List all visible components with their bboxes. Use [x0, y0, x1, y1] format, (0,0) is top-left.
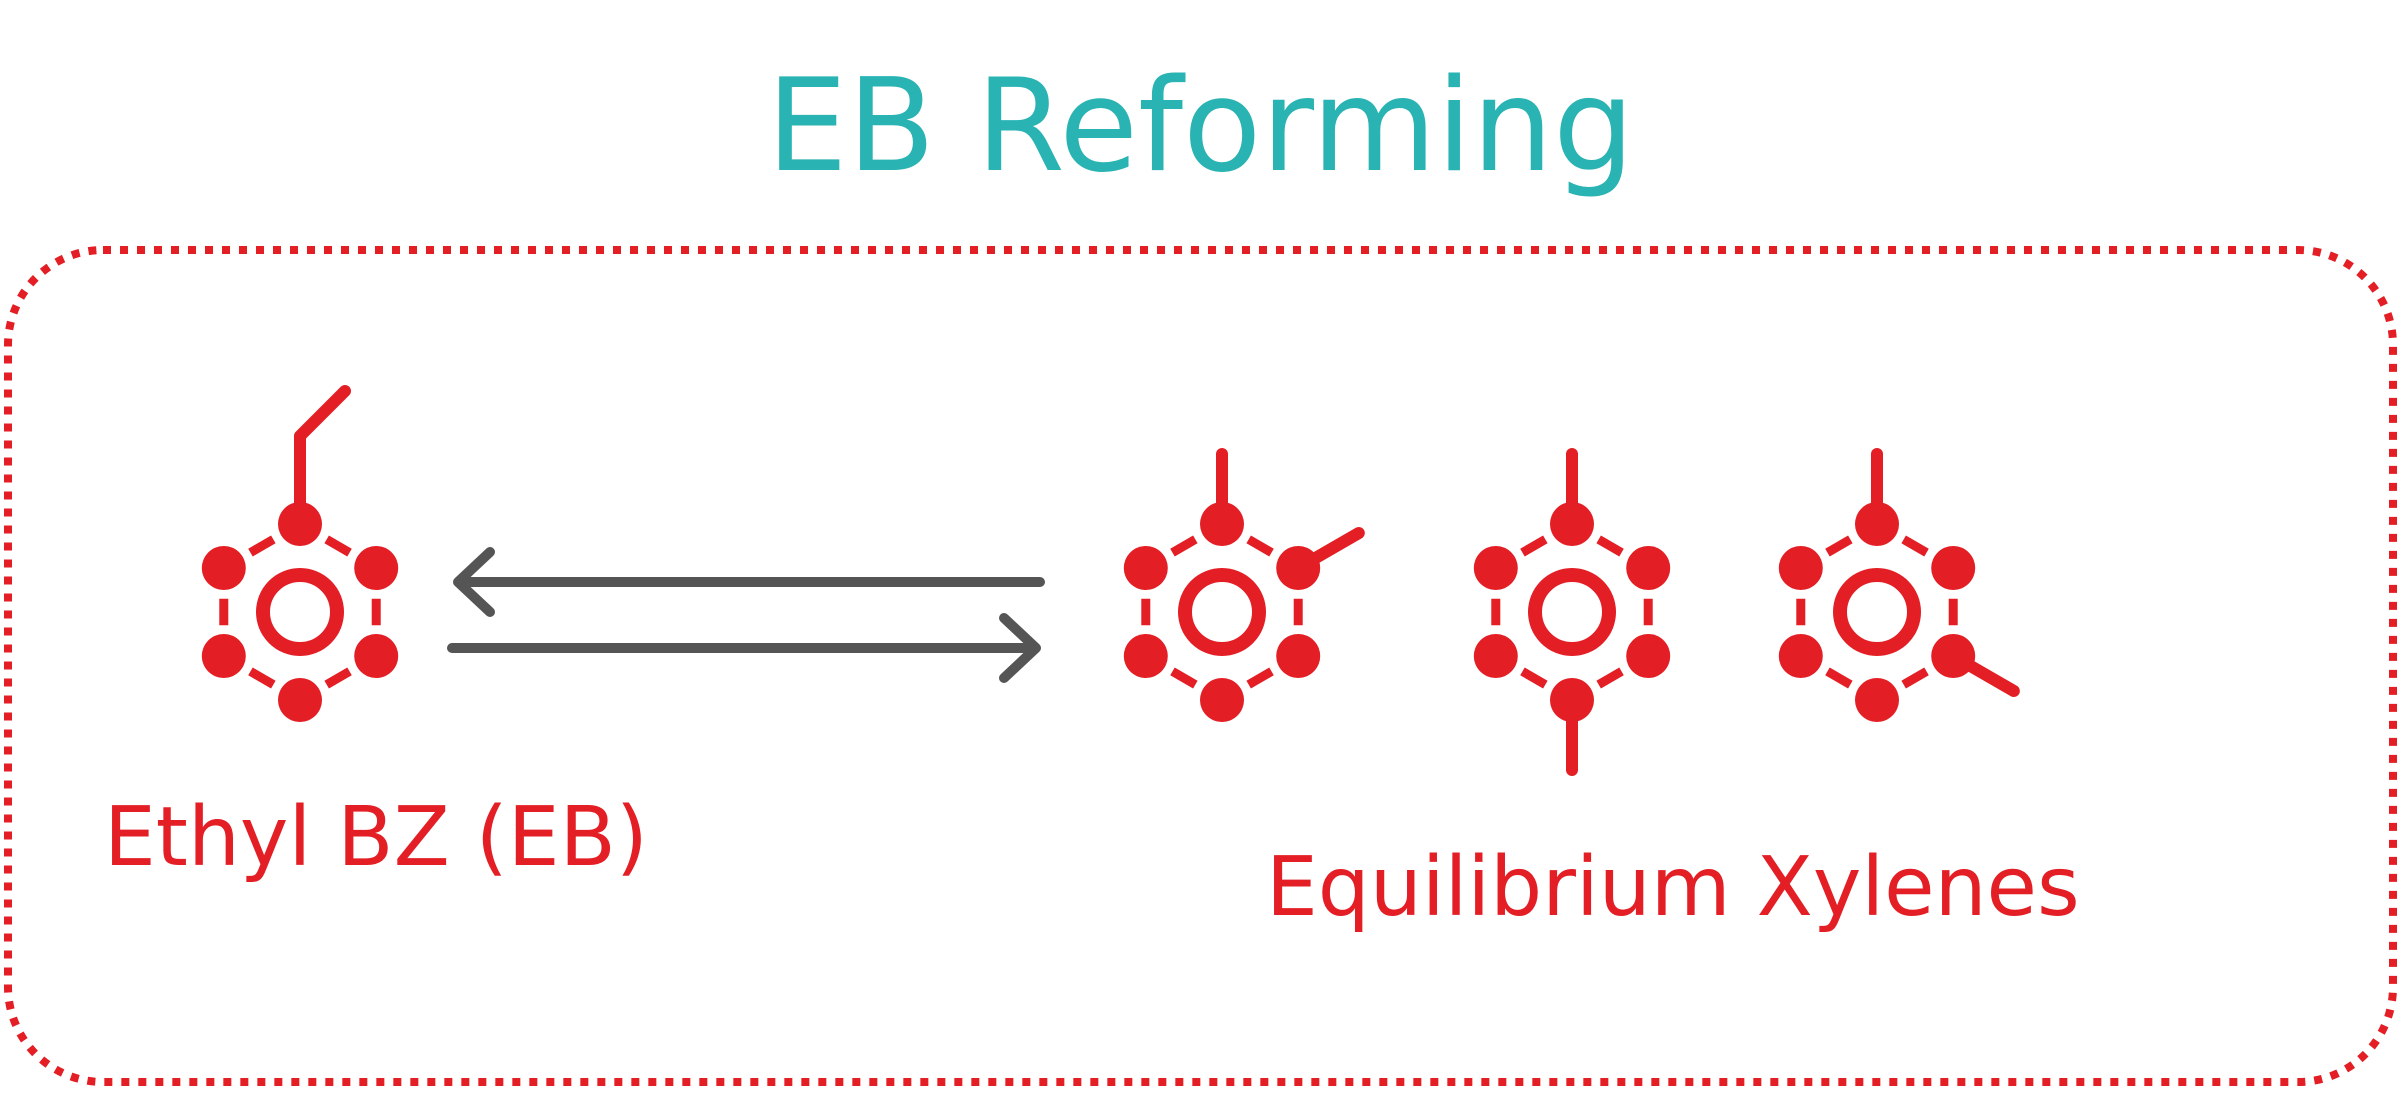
- equilibrium-arrows: [447, 547, 1045, 683]
- methyl-group: [1309, 527, 1365, 564]
- atom: [1855, 502, 1899, 546]
- bond: [1170, 535, 1198, 557]
- atom: [278, 502, 322, 546]
- reverse-arrow: [453, 547, 1045, 617]
- atom: [201, 546, 246, 590]
- atom: [1123, 634, 1168, 678]
- atom: [1276, 546, 1321, 590]
- molecule-p-xylene: [1473, 448, 1671, 776]
- atom: [1473, 634, 1518, 678]
- atom: [1200, 678, 1244, 722]
- atom: [1473, 546, 1518, 590]
- bond: [248, 667, 276, 689]
- molecule-m-xylene: [1778, 448, 2020, 722]
- bond: [324, 667, 352, 689]
- reactant-label: Ethyl BZ (EB): [104, 790, 648, 885]
- bond: [1596, 667, 1624, 689]
- atom: [1855, 678, 1899, 722]
- atom: [1931, 634, 1976, 678]
- bond: [1520, 667, 1548, 689]
- product-label: Equilibrium Xylenes: [1266, 840, 2080, 935]
- molecules-group: [201, 385, 2020, 776]
- bond: [1520, 535, 1548, 557]
- bond: [1825, 667, 1853, 689]
- bond: [1246, 667, 1274, 689]
- atom: [278, 678, 322, 722]
- atom: [201, 634, 246, 678]
- forward-arrow: [447, 613, 1041, 683]
- bond: [1596, 535, 1624, 557]
- atom: [354, 634, 399, 678]
- atom: [1123, 546, 1168, 590]
- diagram-title: EB Reforming: [766, 52, 1635, 201]
- bond: [1170, 667, 1198, 689]
- dotted-border: [4, 246, 2397, 1086]
- bond: [248, 535, 276, 557]
- ethyl-group: [294, 385, 351, 510]
- molecule-ethylbenzene: [201, 385, 399, 722]
- aromatic-ring: [1528, 568, 1616, 656]
- aromatic-ring: [1178, 568, 1266, 656]
- bond: [1901, 535, 1929, 557]
- atom: [1626, 634, 1671, 678]
- atom: [354, 546, 399, 590]
- aromatic-ring: [256, 568, 344, 656]
- bond: [1901, 667, 1929, 689]
- atom: [1931, 546, 1976, 590]
- atom: [1626, 546, 1671, 590]
- bond: [1246, 535, 1274, 557]
- bond: [324, 535, 352, 557]
- aromatic-ring: [1833, 568, 1921, 656]
- atom: [1778, 634, 1823, 678]
- atom: [1778, 546, 1823, 590]
- atom: [1550, 502, 1594, 546]
- bond: [1825, 535, 1853, 557]
- methyl-group: [1964, 660, 2020, 697]
- atom: [1200, 502, 1244, 546]
- atom: [1276, 634, 1321, 678]
- atom: [1550, 678, 1594, 722]
- molecule-o-xylene: [1123, 448, 1365, 722]
